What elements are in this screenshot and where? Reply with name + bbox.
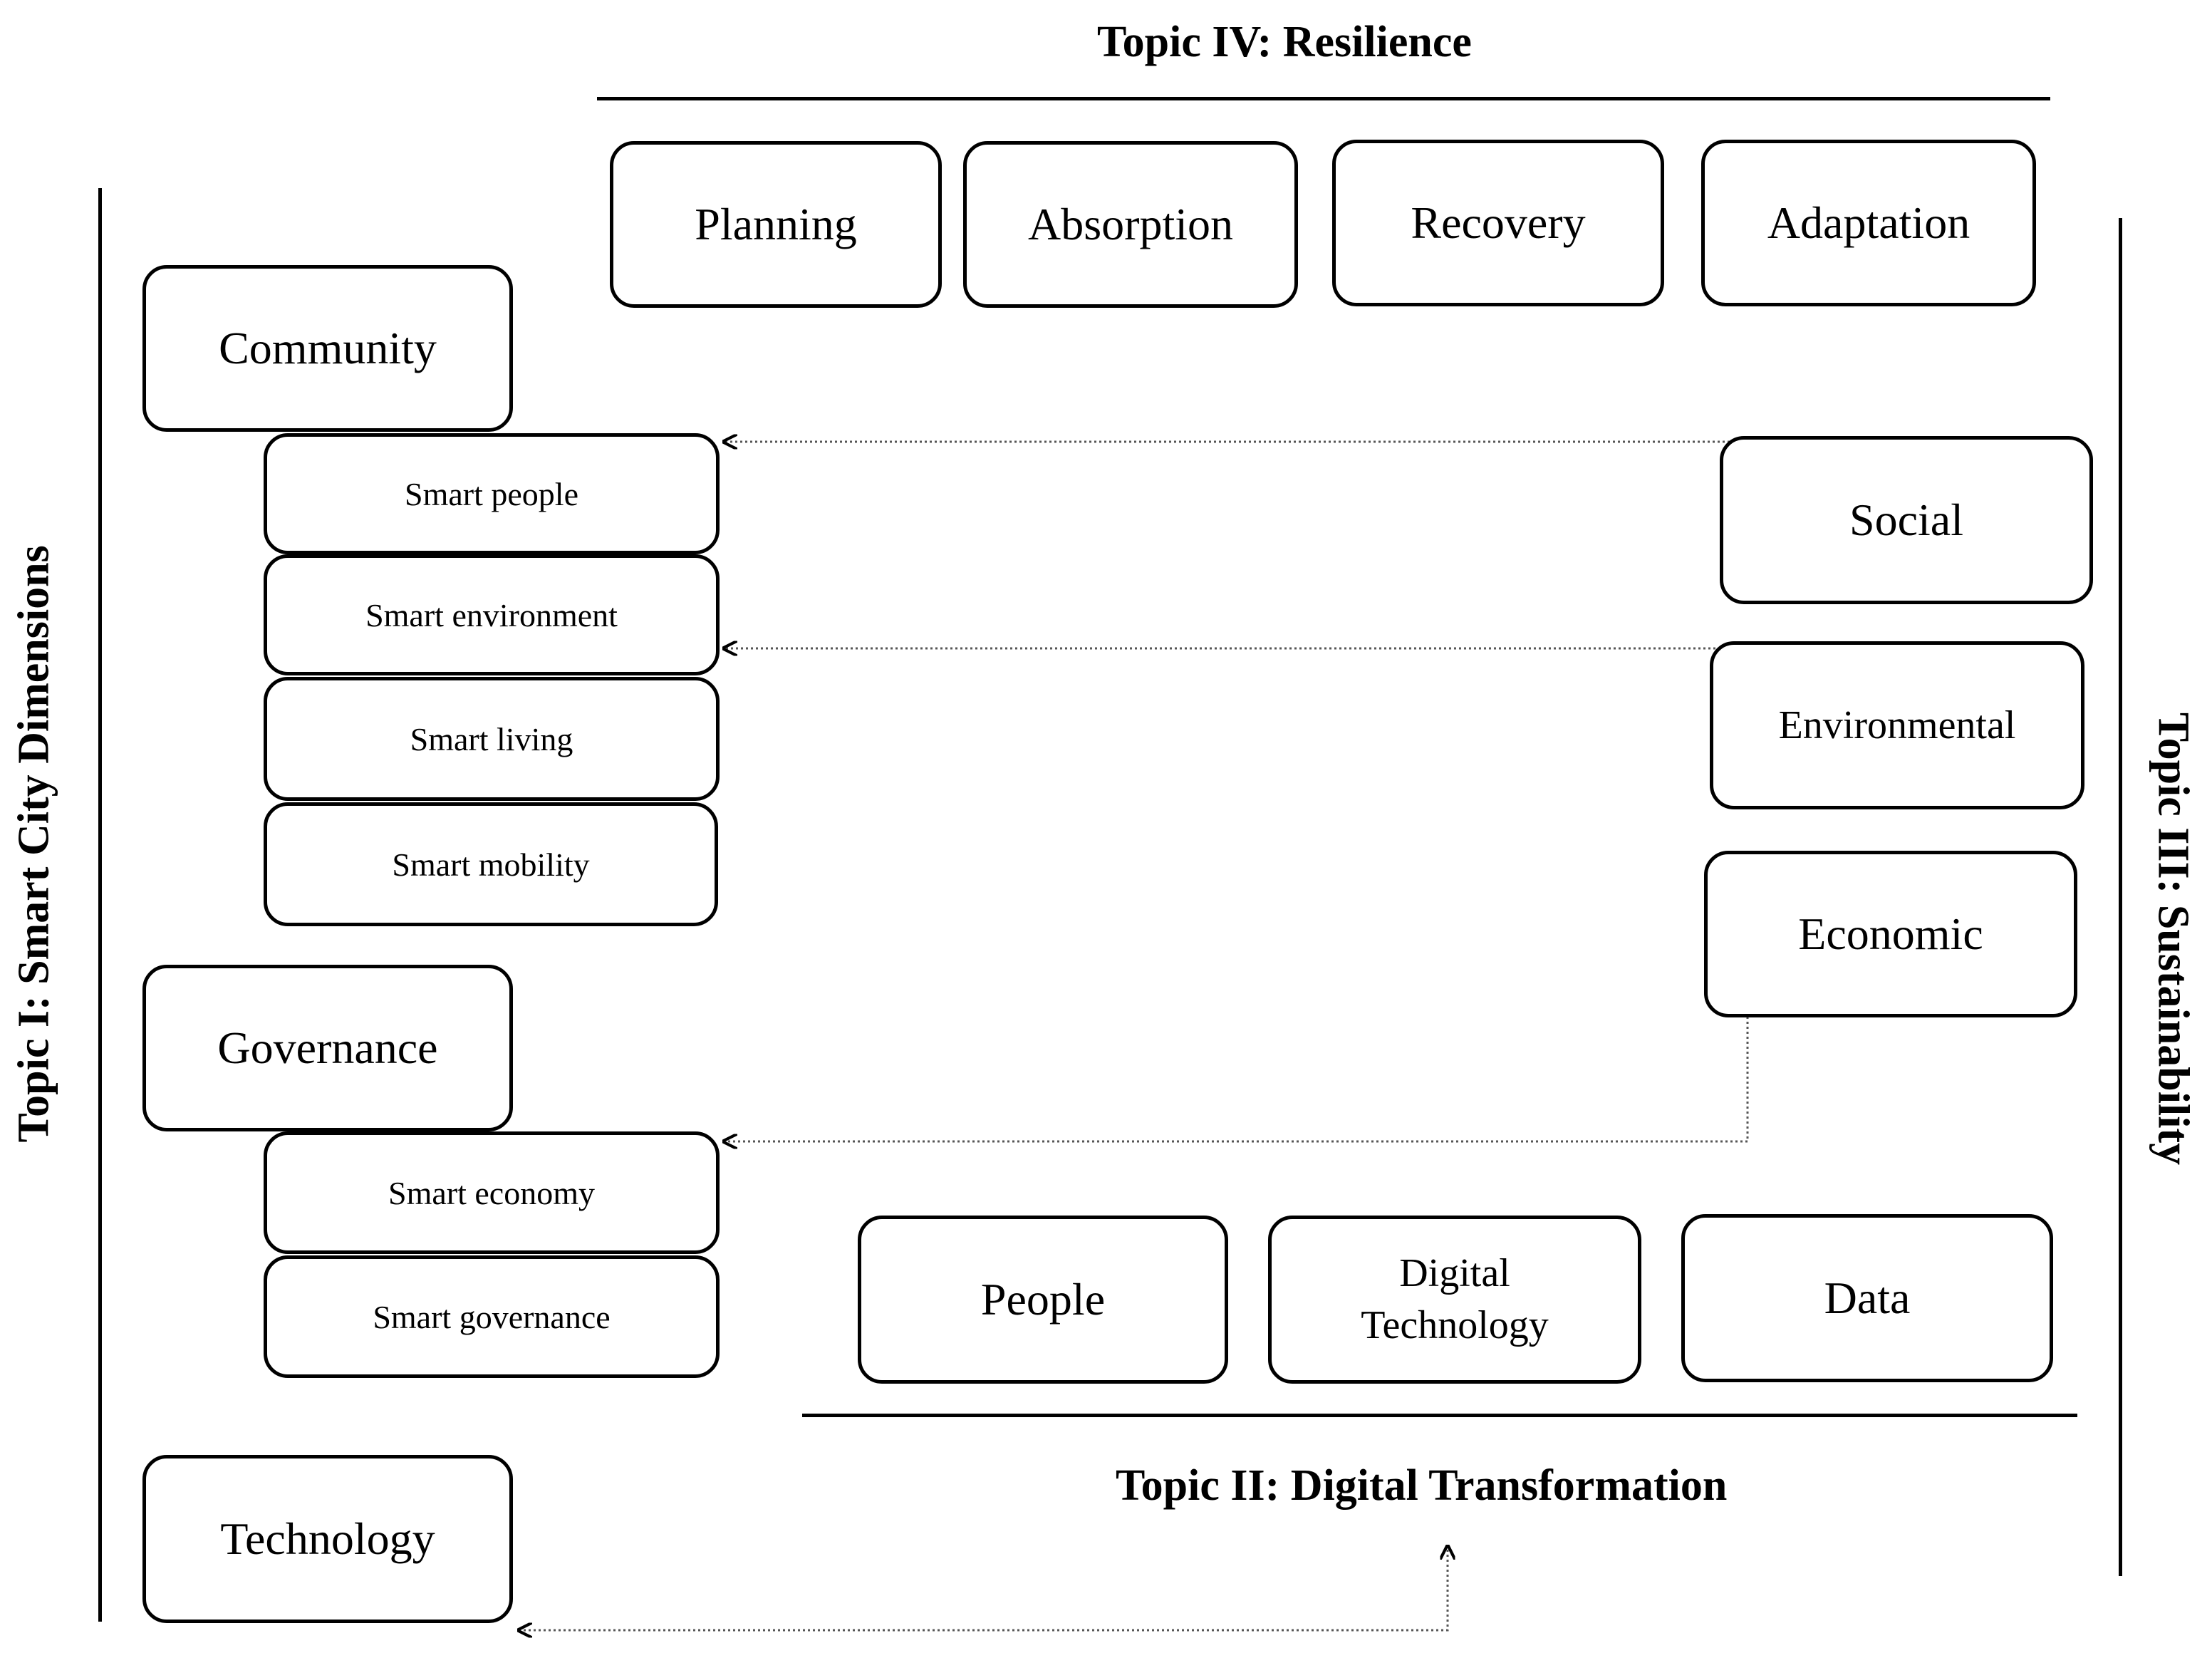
economic-label: Economic xyxy=(1798,908,1983,959)
smart-governance-box: Smart governance xyxy=(264,1255,720,1378)
smart-mobility-box: Smart mobility xyxy=(264,802,718,926)
social-box: Social xyxy=(1720,436,2093,604)
smart-people-box: Smart people xyxy=(264,433,720,554)
recovery-box: Recovery xyxy=(1332,140,1664,306)
people-label: People xyxy=(980,1273,1106,1325)
technology-to-digital-transformation-arrow xyxy=(519,1546,1448,1630)
absorption-box: Absorption xyxy=(963,141,1298,308)
economic-to-smart-economy-arrow xyxy=(724,982,1748,1141)
environmental-label: Environmental xyxy=(1778,703,2016,747)
smart-living-box: Smart living xyxy=(264,677,720,801)
smart-people-label: Smart people xyxy=(405,475,578,512)
social-to-smart-people-arrow xyxy=(724,442,1748,473)
data-label: Data xyxy=(1824,1272,1911,1323)
smart-mobility-label: Smart mobility xyxy=(392,846,590,883)
topic-digital-transformation-title: Topic II: Digital Transformation xyxy=(1116,1461,1728,1510)
environmental-box: Environmental xyxy=(1710,641,2084,809)
technology-box: Technology xyxy=(142,1455,513,1623)
community-label: Community xyxy=(219,322,437,373)
digital-technology-box: Digital Technology xyxy=(1268,1216,1641,1384)
people-box: People xyxy=(858,1216,1228,1384)
planning-box: Planning xyxy=(610,141,942,308)
smart-environment-box: Smart environment xyxy=(264,554,720,675)
digital-technology-label-line2: Technology xyxy=(1361,1303,1549,1347)
recovery-label: Recovery xyxy=(1411,197,1586,248)
digital-transformation-rule xyxy=(802,1414,2077,1417)
topic-sustainability-title: Topic III: Sustainability xyxy=(2149,712,2198,1166)
smart-economy-label: Smart economy xyxy=(388,1174,595,1211)
economic-box: Economic xyxy=(1704,851,2077,1017)
resilience-rule xyxy=(597,97,2050,100)
smart-governance-label: Smart governance xyxy=(373,1298,611,1335)
planning-label: Planning xyxy=(695,198,857,249)
smart-city-rule xyxy=(98,188,102,1622)
smart-economy-box: Smart economy xyxy=(264,1131,720,1254)
environmental-to-smart-environment-arrow xyxy=(724,648,1750,684)
community-box: Community xyxy=(142,265,513,432)
digital-technology-label-line1: Digital xyxy=(1399,1251,1510,1296)
governance-box: Governance xyxy=(142,965,513,1131)
topic-smart-city-title: Topic I: Smart City Dimensions xyxy=(9,545,58,1143)
governance-label: Governance xyxy=(217,1022,438,1073)
adaptation-label: Adaptation xyxy=(1767,197,1970,248)
topic-resilience-title: Topic IV: Resilience xyxy=(1097,18,1472,66)
absorption-label: Absorption xyxy=(1028,198,1233,249)
social-label: Social xyxy=(1849,494,1963,545)
smart-environment-label: Smart environment xyxy=(365,596,618,633)
smart-living-label: Smart living xyxy=(410,720,573,757)
technology-label: Technology xyxy=(220,1513,435,1564)
adaptation-box: Adaptation xyxy=(1701,140,2036,306)
sustainability-rule xyxy=(2119,218,2122,1576)
data-box: Data xyxy=(1681,1214,2053,1382)
